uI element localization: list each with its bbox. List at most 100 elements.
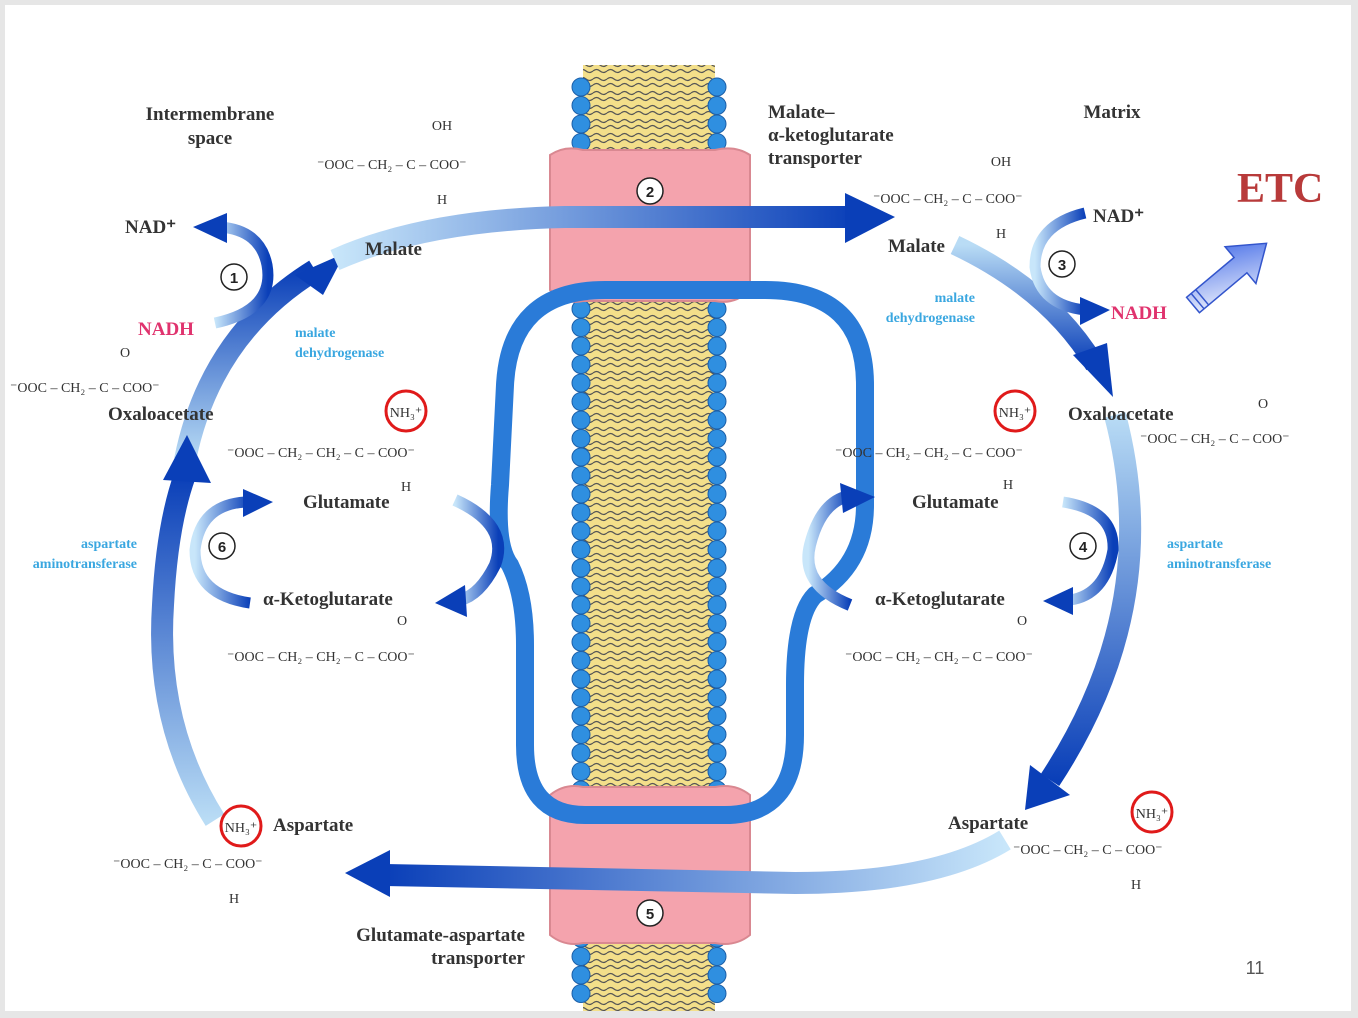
lipid-head	[707, 688, 727, 707]
lipid-head	[707, 410, 727, 430]
formula-oaa-right-top: O	[1258, 397, 1268, 412]
formula-oaa-left-main: ⁻OOC – CH₂ – C – COO⁻	[10, 381, 160, 396]
lipid-head	[707, 429, 727, 448]
lipid-head	[707, 392, 727, 411]
lipid-head	[571, 410, 591, 430]
lipid-head	[707, 762, 727, 781]
lipid-head	[571, 429, 591, 448]
cycle-arrows	[151, 193, 1142, 897]
formula-glutamate-right-bottom: H	[1003, 478, 1013, 493]
etc-arrow	[1185, 242, 1268, 314]
lipid-head	[571, 447, 591, 467]
label-akg-left: α-Ketoglutarate	[263, 589, 393, 610]
lipid-head	[707, 632, 727, 652]
lipid-head	[571, 762, 591, 781]
enzyme-mdh-right-2: dehydrogenase	[886, 311, 975, 326]
lipid-head	[571, 595, 591, 615]
lipid-head	[571, 632, 591, 652]
lipid-head	[707, 743, 727, 763]
lipid-head	[707, 540, 727, 559]
lipid-head	[571, 965, 591, 985]
cofactor-nad-left: NAD⁺	[125, 217, 176, 238]
label-malate-right: Malate	[888, 236, 945, 257]
formula-glutamate-right-main: ⁻OOC – CH₂ – CH₂ – C – COO⁻	[835, 446, 1023, 461]
formula-glutamate-left-main: ⁻OOC – CH₂ – CH₂ – C – COO⁻	[227, 446, 415, 461]
etc-label: ETC	[1237, 166, 1323, 212]
label-aspartate-right: Aspartate	[948, 813, 1028, 834]
lipid-head	[571, 96, 591, 115]
lipid-head	[707, 355, 727, 374]
transporter-bottom-line1: Glutamate-aspartate	[356, 925, 525, 946]
lipid-head	[571, 743, 591, 763]
formula-aspartate-right-main: ⁻OOC – CH₂ – C – COO⁻	[1013, 843, 1163, 858]
step-markers: 1 2 3 4 5 6	[208, 177, 1097, 927]
lipid-head	[571, 114, 591, 134]
transporter-top-line2: α-ketoglutarate	[768, 125, 894, 146]
lipid-head	[707, 614, 727, 633]
arrowhead-nad-left	[193, 213, 227, 243]
formula-malate-right-bottom: H	[996, 227, 1006, 242]
label-akg-right: α-Ketoglutarate	[875, 589, 1005, 610]
transporter-bottom-line2: transporter	[431, 948, 525, 969]
formula-aspartate-right-bottom: H	[1131, 878, 1141, 893]
shuttle-diagram: ETC Intermembrane space Matrix Malate– α…	[10, 65, 1323, 1011]
lipid-head	[707, 466, 727, 485]
formula-aspartate-left-main: ⁻OOC – CH₂ – C – COO⁻	[113, 857, 263, 872]
lipid-head	[707, 484, 727, 504]
curve-step1	[213, 221, 274, 329]
lipid-head	[707, 725, 727, 744]
lipid-head	[707, 558, 727, 578]
formula-akg-right-main: ⁻OOC – CH₂ – CH₂ – C – COO⁻	[845, 650, 1033, 665]
lipid-head	[707, 984, 727, 1003]
label-oxaloacetate-right: Oxaloacetate	[1068, 404, 1174, 425]
lipid-head	[571, 706, 591, 726]
page-number: 11	[1246, 958, 1265, 978]
lipid-head	[707, 595, 727, 615]
lipid-head	[707, 947, 727, 966]
step-6: 6	[218, 539, 226, 556]
lipid-head	[571, 540, 591, 559]
lipid-head	[571, 318, 591, 337]
curve-step6	[189, 496, 251, 609]
formula-malate-right-top: OH	[991, 155, 1011, 170]
formula-glutamate-right-top: NH₃⁺	[999, 406, 1032, 421]
enzyme-ast-left-1: aspartate	[81, 537, 137, 552]
lipid-head	[707, 577, 727, 596]
enzyme-mdh-left-2: dehydrogenase	[295, 346, 384, 361]
arrow-malate-to-oaa-right	[950, 235, 1104, 371]
formula-malate-left-bottom: H	[437, 193, 447, 208]
step-2: 2	[646, 184, 654, 201]
enzyme-ast-right-2: aminotransferase	[1167, 557, 1271, 572]
arrowhead-malate-matrix	[845, 193, 895, 243]
arrowhead-oaa-right	[1073, 343, 1113, 397]
inner-loop-path	[489, 281, 874, 824]
formula-glutamate-left-bottom: H	[401, 480, 411, 495]
enzyme-ast-right-1: aspartate	[1167, 537, 1223, 552]
arrowhead-akg-right	[1043, 587, 1073, 615]
arrow-oaa-to-malate-left	[174, 260, 321, 463]
lipid-head	[707, 114, 727, 134]
transporter-top-line3: transporter	[768, 148, 862, 169]
enzyme-mdh-left-1: malate	[295, 326, 335, 341]
lipid-head	[707, 706, 727, 726]
arrowhead-oaa-left	[163, 435, 211, 483]
lipid-head	[707, 96, 727, 115]
step-1: 1	[230, 270, 238, 287]
lipid-head	[707, 373, 727, 393]
lipid-head	[571, 503, 591, 522]
highlight-glutamate-right	[993, 389, 1037, 433]
formula-glutamate-left-top: NH₃⁺	[390, 406, 423, 421]
slide: ETC Intermembrane space Matrix Malate– α…	[5, 5, 1351, 1011]
transporter-top-line1: Malate–	[768, 102, 835, 123]
lipid-head	[571, 336, 591, 356]
lipid-head	[707, 318, 727, 337]
formula-oaa-left-top: O	[120, 346, 130, 361]
curve-step3	[1029, 207, 1087, 316]
reaction-curves	[189, 207, 1119, 615]
curve-step4	[1062, 496, 1119, 606]
formula-akg-left-main: ⁻OOC – CH₂ – CH₂ – C – COO⁻	[227, 650, 415, 665]
formula-aspartate-left-bottom: H	[229, 892, 239, 907]
bottom-transporter	[549, 785, 751, 945]
lipid-head	[571, 77, 591, 97]
lipid-head	[571, 947, 591, 966]
